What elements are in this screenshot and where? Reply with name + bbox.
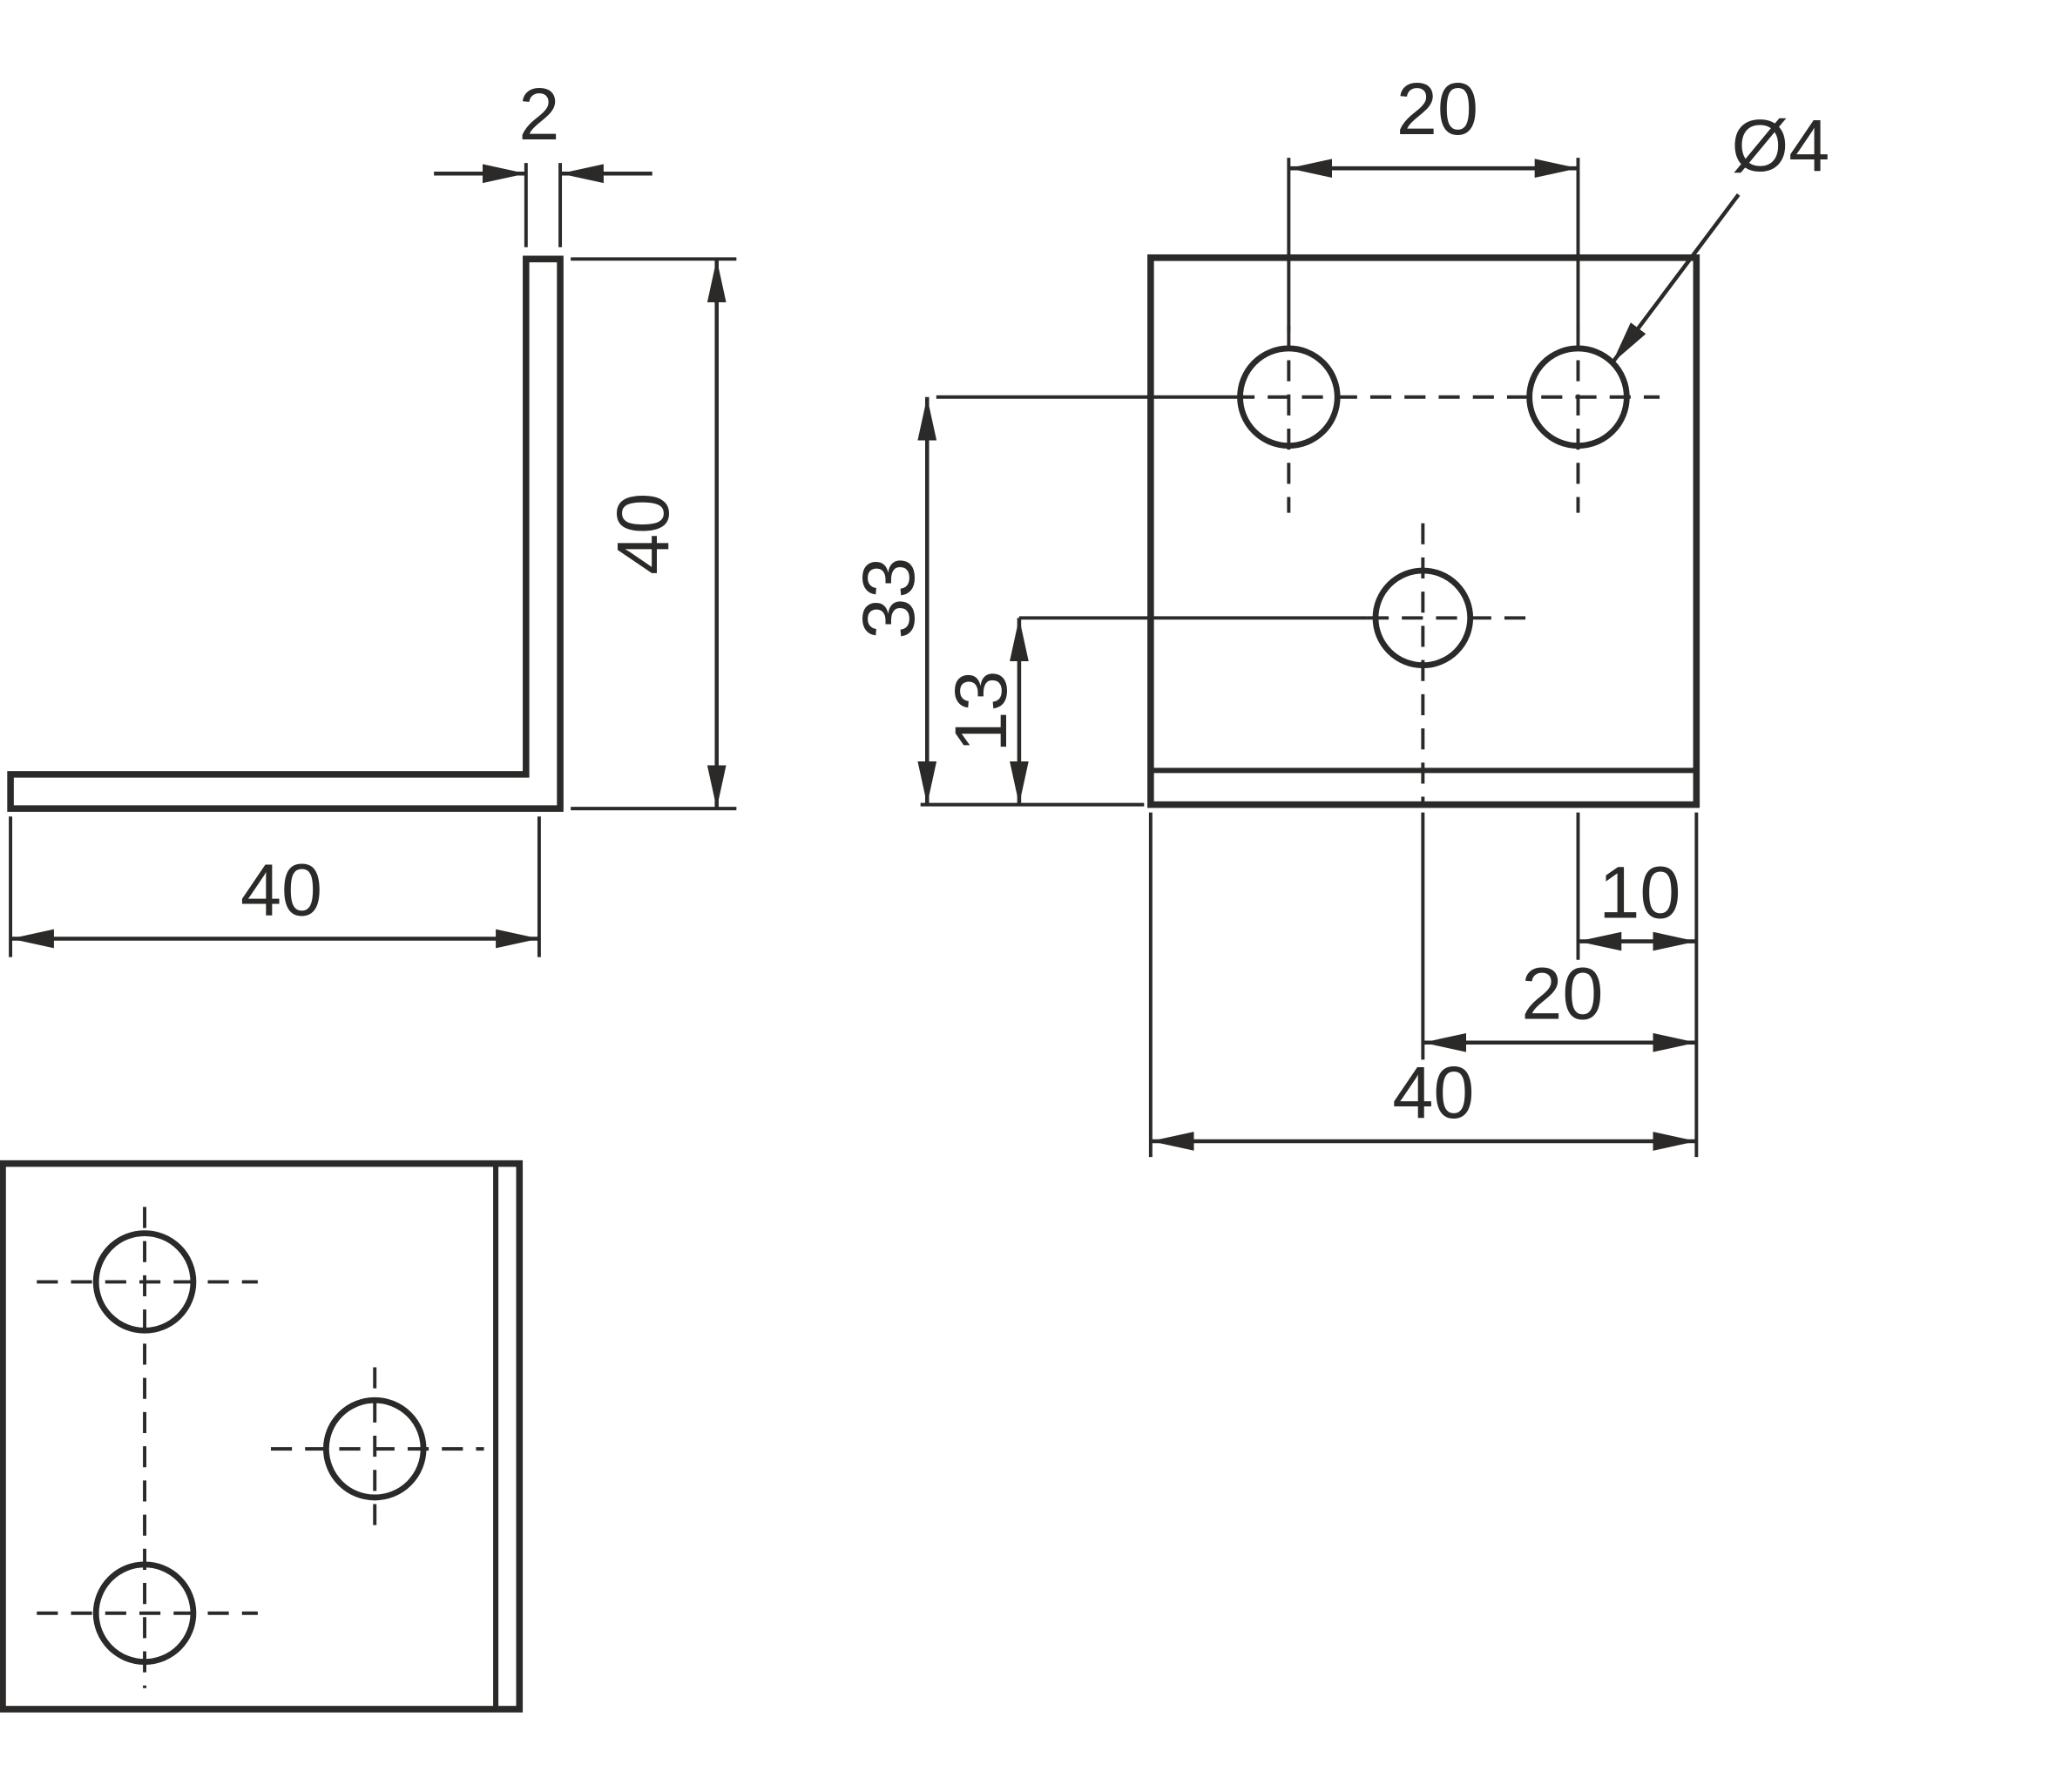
dim-label-height: 40 [601,493,684,575]
centerlines [1233,326,1660,805]
dim-top-hole-spacing: 20 [1287,67,1580,332]
hole-diameter-label: Ø4 [1732,104,1830,186]
dim-center-hole-offset: 20 [1421,812,1697,1060]
dim-label-center-hole-offset: 20 [1521,952,1603,1035]
plate-outline [0,1160,524,1713]
leader-line [1610,193,1741,364]
dim-label-thickness: 2 [518,72,559,155]
dim-label-plate-width: 40 [1392,1051,1474,1133]
dim-label-center-hole-height: 13 [939,670,1022,752]
dim-thickness: 2 [434,72,652,247]
dim-plate-width: 40 [1148,812,1697,1158]
dim-width: 40 [9,816,541,957]
bracket-profile [7,255,564,812]
hole-diameter-callout: Ø4 [1610,104,1830,364]
dim-label-corner-hole-offset: 10 [1599,850,1680,933]
side-view: 2 40 40 [7,72,737,957]
dim-center-hole-height: 13 [939,616,1368,805]
dim-label-holes-height: 33 [847,558,930,639]
centerlines [37,1207,484,1688]
dim-holes-height: 33 [847,395,1234,807]
bottom-view [0,1160,524,1713]
dim-label-top-hole-spacing: 20 [1396,67,1478,150]
dim-label-width: 40 [240,848,322,930]
dim-corner-hole-offset: 10 [1576,812,1699,1158]
dim-height: 40 [571,257,737,811]
plan-view: 20 Ø4 33 13 10 [847,67,1830,1158]
